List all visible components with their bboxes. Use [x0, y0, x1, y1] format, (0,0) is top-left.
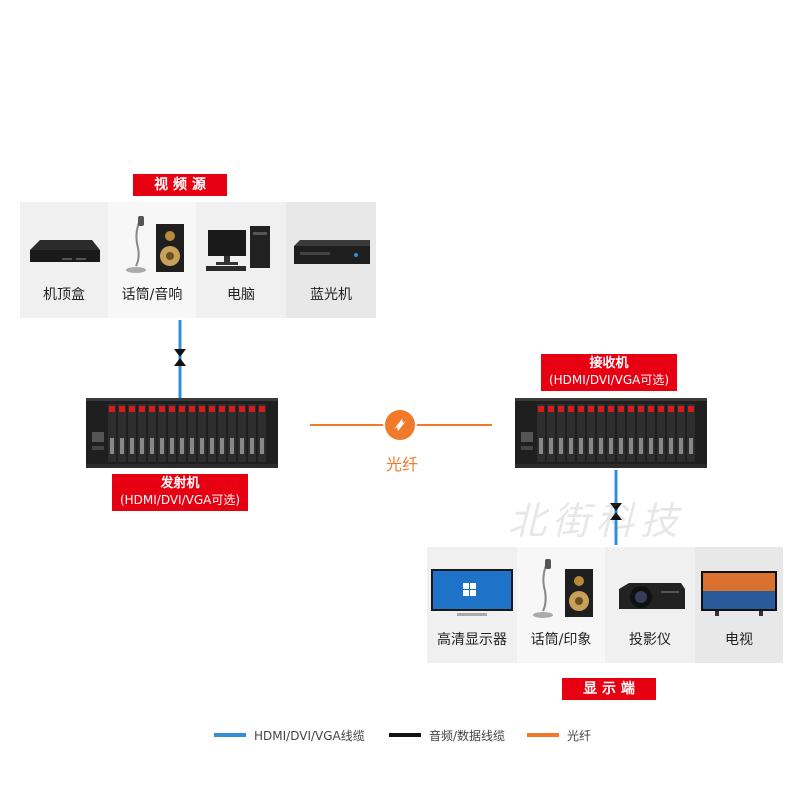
- arrow-up-icon: [174, 358, 186, 366]
- source-bluray: 蓝光机: [286, 202, 376, 318]
- source-set-top-box: 机顶盒: [20, 202, 108, 318]
- source-label: 话筒/音响: [121, 287, 183, 303]
- receiver-name: 接收机: [589, 356, 629, 371]
- transmitter-label: 发射机 (HDMI/DVI/VGA可选): [112, 474, 248, 511]
- source-microphone-speaker: 话筒/音响: [108, 202, 196, 318]
- arrow-down-icon: [610, 503, 622, 511]
- receiver-options: (HDMI/DVI/VGA可选): [548, 373, 670, 387]
- transmitter-rack: [86, 398, 278, 468]
- receiver-rack: [515, 398, 707, 468]
- legend-swatch: [527, 733, 559, 737]
- transmitter-name: 发射机: [160, 476, 200, 491]
- display-label: 话筒/印象: [530, 632, 592, 648]
- display-title: 显 示 端: [562, 678, 656, 700]
- source-title: 视 频 源: [133, 174, 227, 196]
- display-label: 投影仪: [629, 632, 671, 648]
- monitor-icon: [431, 569, 513, 616]
- display-panel: 高清显示器 话筒/印象 投影仪 电视: [427, 547, 783, 663]
- fiber-label: 光纤: [385, 455, 418, 474]
- source-panel: 机顶盒 话筒/音响 电脑 蓝光机: [20, 202, 376, 318]
- legend-label: 音频/数据线缆: [429, 729, 506, 743]
- projector-icon: [619, 583, 685, 609]
- display-tv: 电视: [695, 547, 783, 663]
- transmitter-options: (HDMI/DVI/VGA可选): [119, 493, 241, 507]
- arrow-down-icon: [174, 349, 186, 357]
- receiver-cards: [537, 404, 695, 462]
- source-label: 机顶盒: [43, 287, 85, 303]
- set-top-box-icon: [30, 240, 100, 262]
- arrow-up-icon: [610, 512, 622, 520]
- legend-swatch: [389, 733, 421, 737]
- bluray-player-icon: [294, 240, 370, 264]
- receiver-label: 接收机 (HDMI/DVI/VGA可选): [541, 354, 677, 391]
- legend-swatch: [214, 733, 246, 737]
- computer-icon: [206, 226, 270, 271]
- source-computer: 电脑: [196, 202, 286, 318]
- source-label: 蓝光机: [310, 287, 352, 303]
- source-label: 电脑: [227, 287, 255, 303]
- fiber-icon: [385, 410, 415, 440]
- legend-label: HDMI/DVI/VGA线缆: [254, 729, 365, 743]
- microphone-speaker-icon: [126, 216, 184, 273]
- microphone-speaker-icon: [533, 559, 593, 618]
- display-microphone-speaker: 话筒/印象: [517, 547, 605, 663]
- display-label: 电视: [725, 632, 753, 648]
- watermark: 北街科技: [508, 499, 685, 543]
- display-label: 高清显示器: [437, 632, 507, 648]
- legend-label: 光纤: [567, 729, 592, 743]
- display-hd-monitor: 高清显示器: [427, 547, 517, 663]
- tv-icon: [701, 571, 777, 616]
- display-projector: 投影仪: [605, 547, 695, 663]
- transmitter-cards: [108, 404, 266, 462]
